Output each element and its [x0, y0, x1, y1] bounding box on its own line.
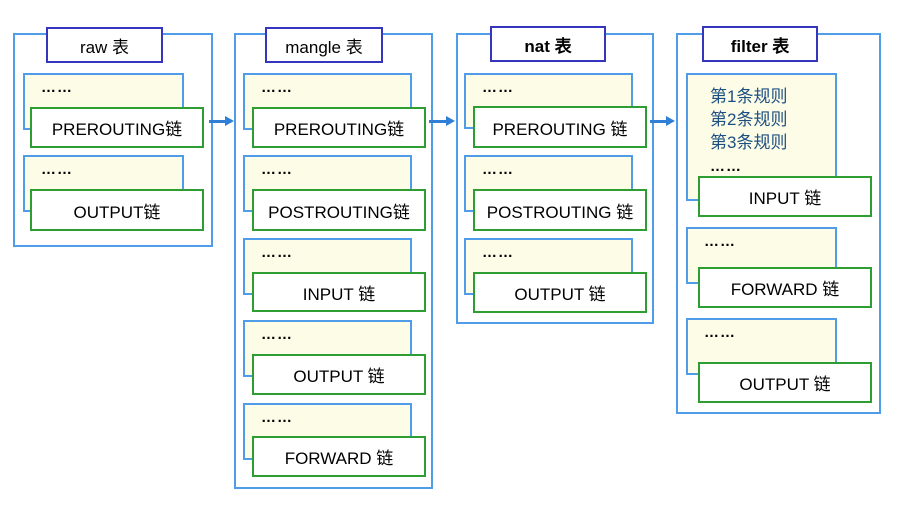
filter-output-chain-box: OUTPUT 链 [698, 362, 872, 403]
filter-table-title: filter 表 [702, 26, 818, 62]
raw-table-container: raw 表 …… PREROUTING链 …… OUTPUT链 [13, 27, 213, 247]
ellipsis-text: …… [261, 79, 293, 96]
raw-output-chain-box: OUTPUT链 [30, 189, 204, 231]
ellipsis-text: …… [261, 244, 293, 261]
chain-label: POSTROUTING链 [268, 202, 410, 222]
flow-arrow-raw-to-mangle [209, 115, 234, 127]
ellipsis-text: …… [482, 79, 514, 96]
filter-input-chain-box: INPUT 链 [698, 176, 872, 217]
chain-label: PREROUTING 链 [492, 119, 628, 139]
chain-label: POSTROUTING 链 [486, 202, 634, 222]
raw-table-title: raw 表 [46, 27, 163, 63]
chain-label: INPUT 链 [748, 189, 822, 208]
rule-item: 第2条规则 [710, 110, 788, 129]
mangle-table-title: mangle 表 [265, 27, 383, 63]
mangle-prerouting-chain-box: PREROUTING链 [252, 107, 426, 148]
raw-table-title-label: raw 表 [79, 37, 130, 57]
nat-output-chain-box: OUTPUT 链 [473, 272, 647, 313]
mangle-postrouting-chain-box: POSTROUTING链 [252, 189, 426, 231]
ellipsis-text: …… [41, 79, 73, 96]
nat-table-title: nat 表 [490, 26, 606, 62]
arrow-line [429, 119, 446, 123]
nat-table-title-label: nat 表 [524, 36, 572, 56]
filter-table-container: filter 表 第1条规则 第2条规则 第3条规则 …… INPUT 链 ……… [676, 26, 881, 414]
arrow-head-icon [225, 116, 234, 126]
chain-label: OUTPUT 链 [293, 367, 385, 386]
chain-label: PREROUTING链 [51, 120, 183, 139]
ellipsis-text: …… [261, 161, 293, 178]
arrow-head-icon [666, 116, 675, 126]
ellipsis-text: …… [41, 161, 73, 178]
arrow-line [650, 119, 666, 123]
nat-prerouting-chain-box: PREROUTING 链 [473, 106, 647, 148]
ellipsis-text: …… [704, 233, 736, 250]
chain-label: INPUT 链 [302, 284, 376, 304]
ellipsis-text: …… [482, 161, 514, 178]
arrow-line [209, 119, 225, 123]
ellipsis-text: …… [710, 158, 742, 175]
mangle-table-container: mangle 表 …… PREROUTING链 …… POSTROUTING链 … [234, 27, 433, 489]
filter-forward-chain-box: FORWARD 链 [698, 267, 872, 308]
mangle-output-chain-box: OUTPUT 链 [252, 354, 426, 395]
nat-postrouting-chain-box: POSTROUTING 链 [473, 189, 647, 231]
raw-prerouting-chain-box: PREROUTING链 [30, 107, 204, 148]
ellipsis-text: …… [261, 409, 293, 426]
ellipsis-text: …… [704, 324, 736, 341]
chain-label: OUTPUT链 [73, 202, 161, 222]
rule-item: 第1条规则 [710, 87, 788, 106]
rule-item: 第3条规则 [710, 133, 788, 152]
rule-list: 第1条规则 第2条规则 第3条规则 …… [710, 85, 787, 178]
chain-label: OUTPUT 链 [739, 375, 831, 394]
mangle-input-chain-box: INPUT 链 [252, 272, 426, 312]
chain-label: FORWARD 链 [730, 280, 840, 299]
filter-table-title-label: filter 表 [730, 36, 790, 56]
ellipsis-text: …… [261, 326, 293, 343]
arrow-head-icon [446, 116, 455, 126]
chain-label: FORWARD 链 [284, 449, 394, 468]
flow-arrow-mangle-to-nat [429, 115, 455, 127]
chain-label: OUTPUT 链 [514, 285, 606, 304]
flow-arrow-nat-to-filter [650, 115, 675, 127]
mangle-table-title-label: mangle 表 [285, 37, 363, 57]
chain-label: PREROUTING链 [273, 120, 405, 139]
mangle-forward-chain-box: FORWARD 链 [252, 436, 426, 477]
nat-table-container: nat 表 …… PREROUTING 链 …… POSTROUTING 链 …… [456, 26, 654, 324]
ellipsis-text: …… [482, 244, 514, 261]
